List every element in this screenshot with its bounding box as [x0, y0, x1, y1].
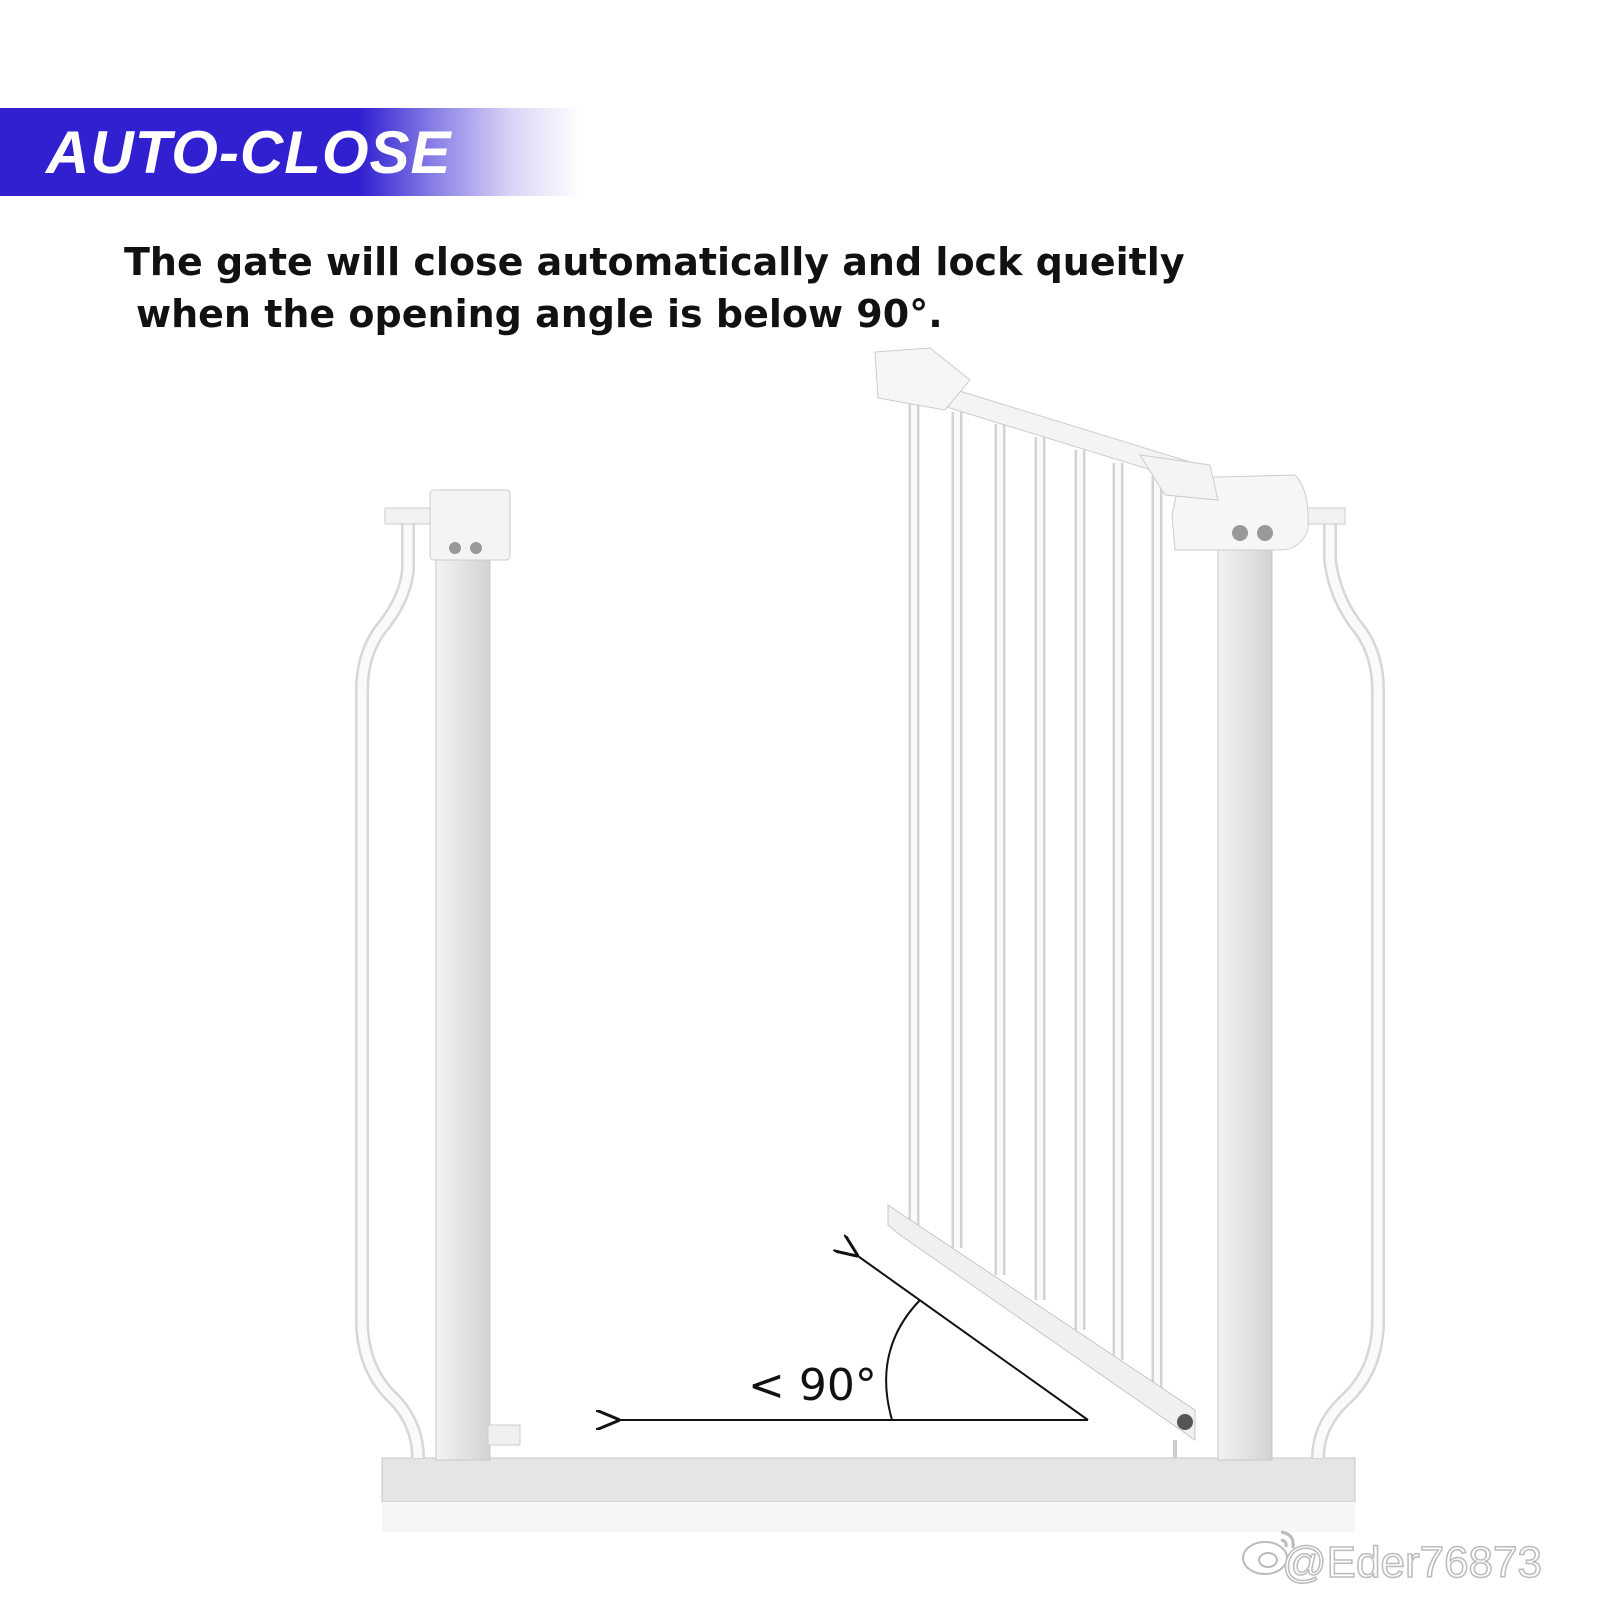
description-line-2: when the opening angle is below 90°.: [136, 292, 943, 336]
angle-annotation: < 90°: [616, 1254, 1089, 1420]
description-line-1: The gate will close automatically and lo…: [124, 240, 1185, 284]
watermark-text: @Eder76873: [1281, 1537, 1542, 1588]
gate-door: [874, 347, 1219, 1458]
right-wall-rod: [1311, 520, 1385, 1459]
weibo-icon: [1242, 1530, 1295, 1575]
base-bar: [381, 1457, 1356, 1532]
description: The gate will close automatically and lo…: [124, 236, 1185, 340]
title-banner: AUTO-CLOSE: [0, 108, 580, 196]
right-post: [1217, 544, 1273, 1461]
left-wall-rod: [355, 520, 425, 1459]
banner-title: AUTO-CLOSE: [46, 119, 452, 186]
left-post: [435, 554, 491, 1461]
angle-label: < 90°: [748, 1360, 877, 1411]
left-latch-bracket: [429, 489, 511, 561]
